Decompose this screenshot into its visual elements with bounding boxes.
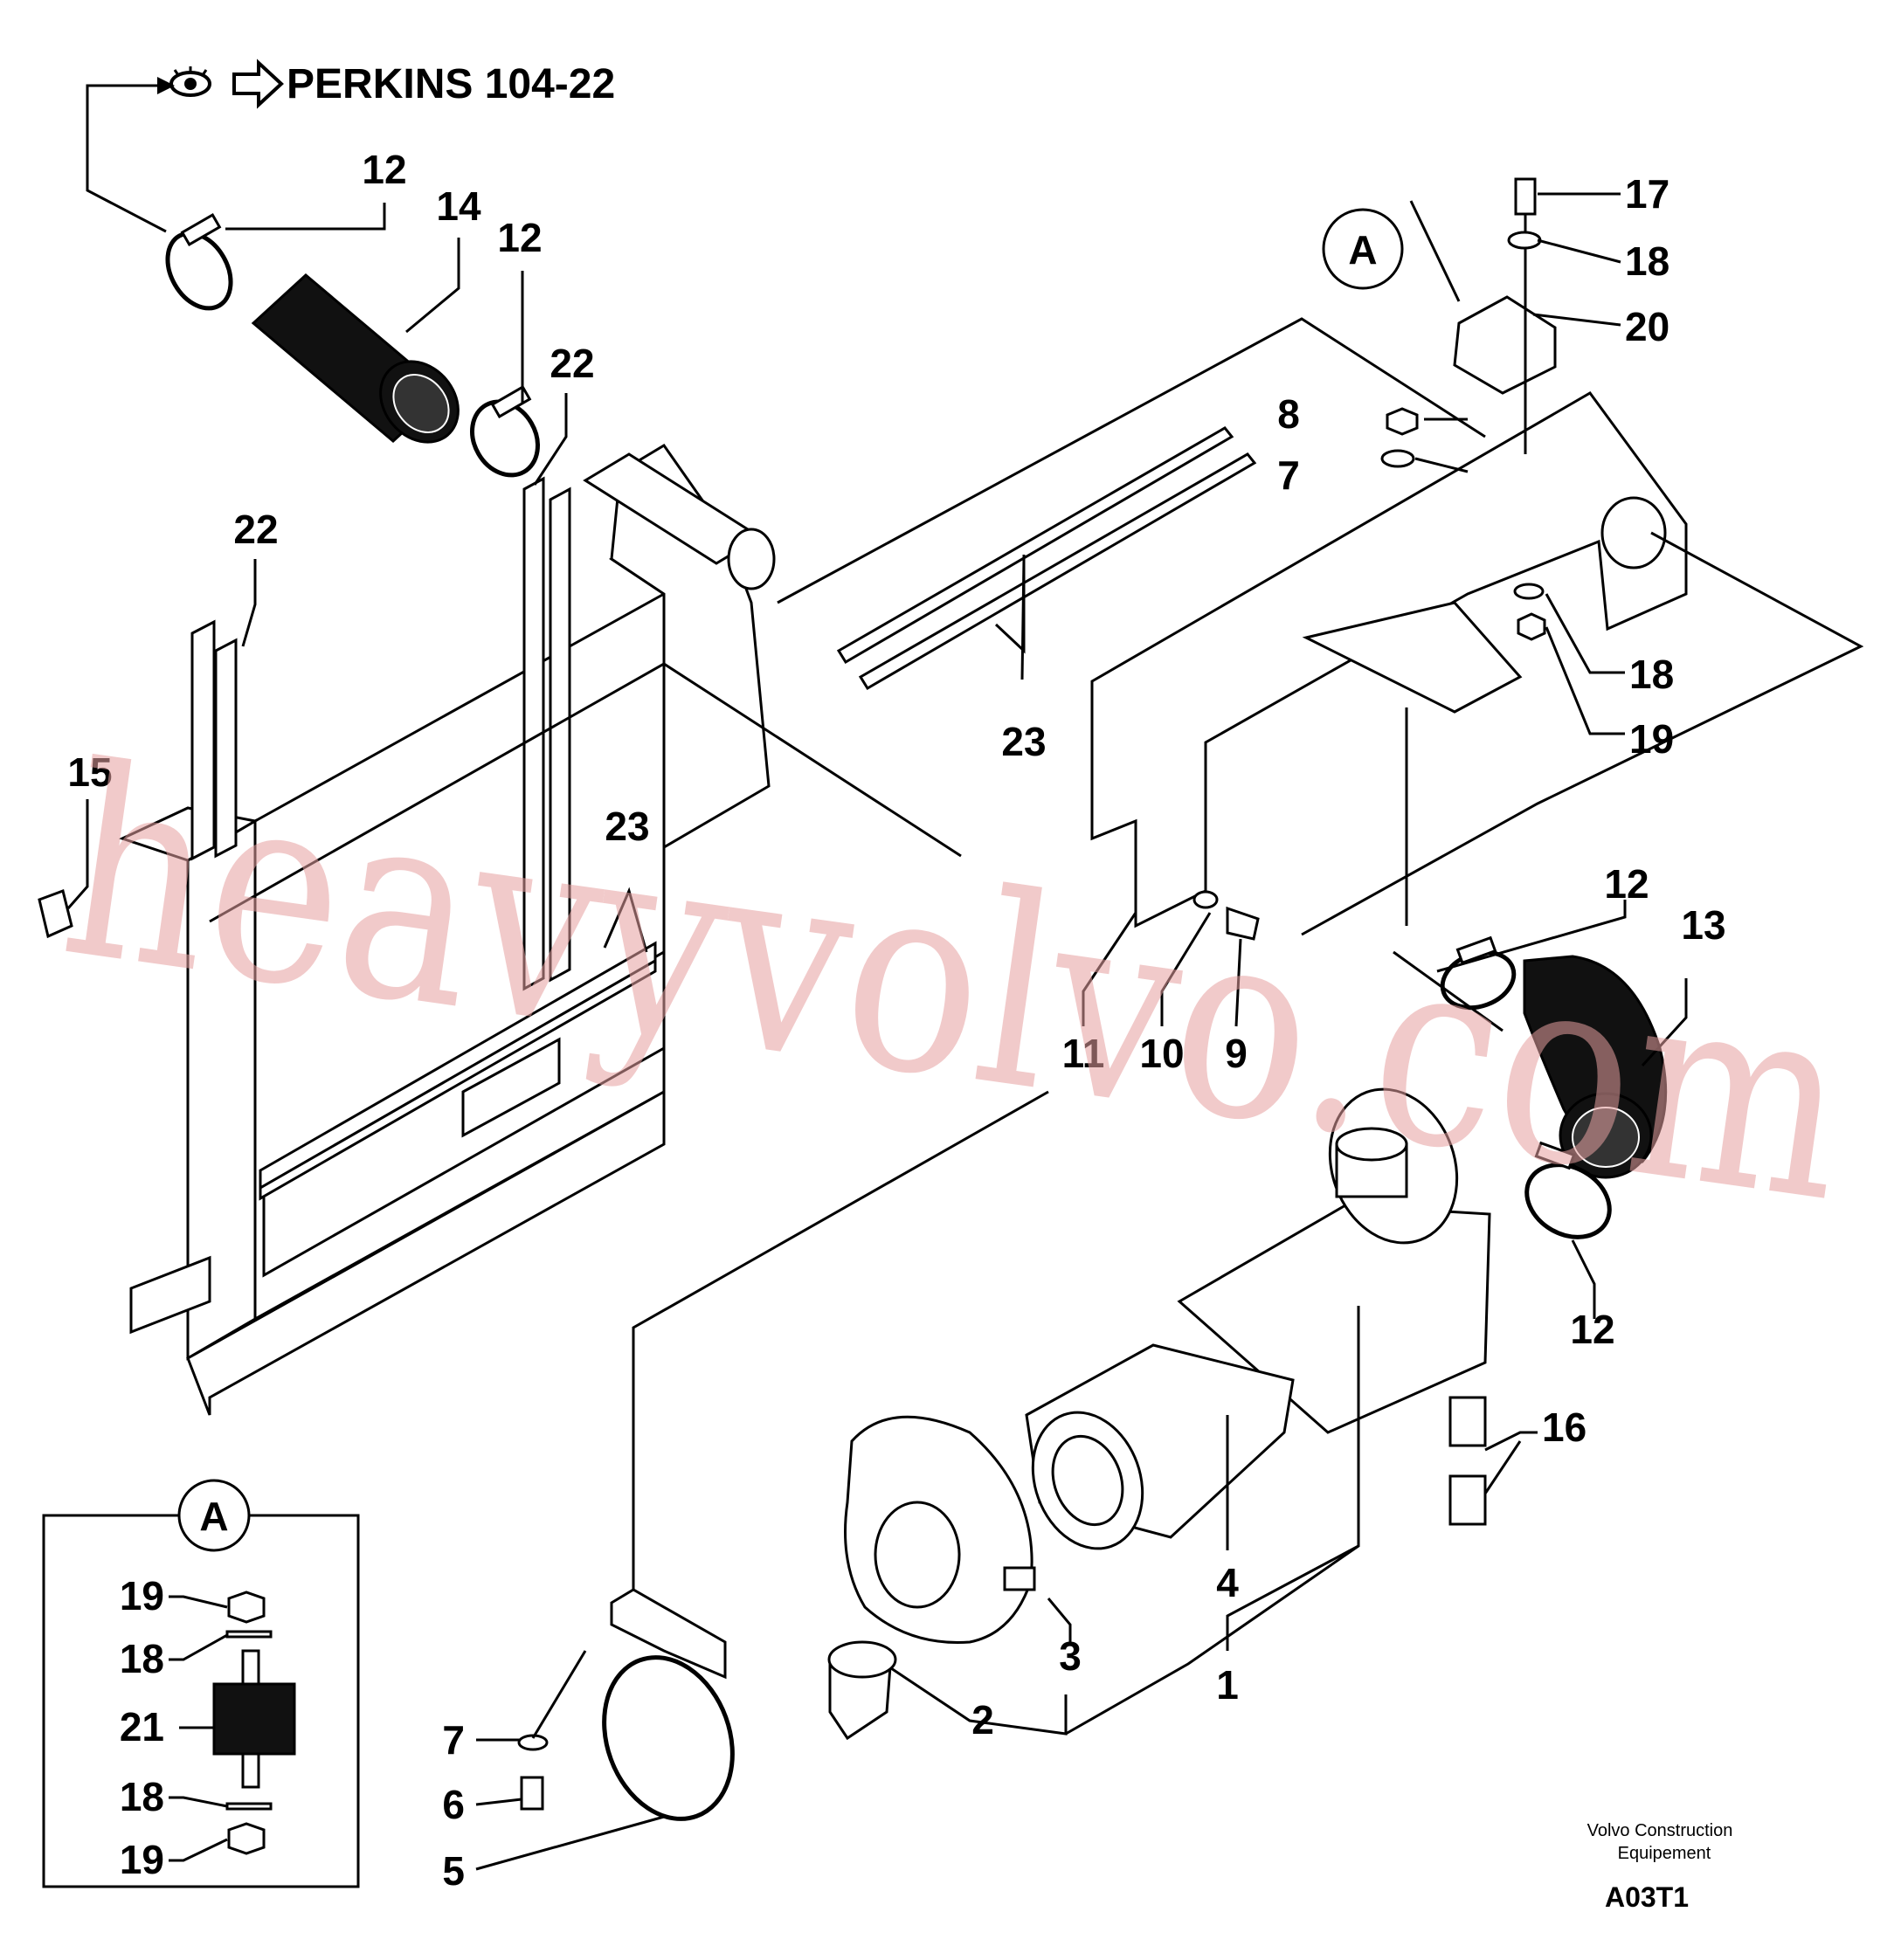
label-15: 15 [67, 749, 112, 795]
inset-label-19a: 19 [120, 1573, 164, 1618]
inset-stud-top [241, 1649, 260, 1686]
label-6: 6 [442, 1782, 465, 1827]
inset-label-19b: 19 [120, 1837, 164, 1882]
part-frame [118, 443, 776, 1416]
part-washer-18a [1507, 231, 1542, 250]
part-washer-7b [517, 1734, 549, 1751]
label-23a: 23 [1001, 719, 1046, 764]
label-5: 5 [442, 1848, 465, 1894]
part-sensor-16 [1448, 1396, 1487, 1526]
label-7b: 7 [442, 1717, 465, 1763]
callout-label-A: A [1348, 227, 1377, 273]
label-12b: 12 [497, 215, 542, 260]
label-14: 14 [436, 183, 481, 229]
part-hose-13 [1523, 955, 1668, 1179]
drawing-code: A03T1 [1605, 1881, 1689, 1913]
label-4: 4 [1216, 1560, 1239, 1605]
header-title: PERKINS 104-22 [287, 61, 615, 107]
header: PERKINS 104-22 [86, 59, 615, 233]
label-2: 2 [971, 1697, 994, 1743]
part-clamp-12b [470, 385, 540, 478]
label-20: 20 [1625, 304, 1669, 349]
part-bolt-6 [520, 1776, 544, 1811]
inset-callout-label: A [199, 1494, 228, 1539]
footer: Volvo Construction Equipement A03T1 [1587, 1821, 1733, 1913]
label-8: 8 [1277, 391, 1300, 437]
inset-callout-circle [177, 1479, 251, 1552]
inset-label-21: 21 [120, 1704, 164, 1750]
label-18b: 18 [1629, 652, 1674, 697]
label-16: 16 [1542, 1404, 1586, 1450]
part-nut-8 [1386, 407, 1419, 436]
leader-lines [66, 192, 1864, 1871]
label-1: 1 [1216, 1662, 1239, 1708]
part-bolt-9 [1226, 906, 1260, 941]
part-washer-10 [1192, 890, 1219, 909]
label-9: 9 [1225, 1031, 1248, 1076]
label-13: 13 [1681, 902, 1725, 948]
inset-mount-21 [212, 1682, 296, 1756]
inset-washer-18a [225, 1630, 273, 1639]
label-11: 11 [1062, 1031, 1105, 1076]
callout-circle-A [1322, 208, 1404, 290]
part-labels: 12 14 12 22 22 15 23 23 17 18 20 8 7 18 … [67, 147, 1725, 1894]
part-bolt-17 [1514, 177, 1537, 454]
part-valve-2 [827, 1640, 897, 1741]
label-23b: 23 [605, 804, 649, 849]
part-washer-18b [1513, 583, 1545, 600]
part-hose-14 [251, 273, 460, 444]
label-3: 3 [1059, 1633, 1082, 1679]
part-bracket-20 [1453, 295, 1557, 395]
label-12d: 12 [1570, 1307, 1614, 1352]
part-filter-housing-1 [1177, 1087, 1491, 1434]
eye-icon [169, 66, 211, 97]
credit-line-2: Equipement [1618, 1844, 1711, 1863]
label-22a: 22 [550, 341, 594, 386]
credit-line-1: Volvo Construction [1587, 1821, 1733, 1840]
inset-washer-18b [225, 1802, 273, 1811]
part-bracket-11 [1090, 391, 1688, 928]
part-filter-element-4 [1025, 1343, 1295, 1550]
part-cover-3 [844, 1415, 1036, 1644]
header-pointer-line [86, 84, 167, 233]
inset-box-A: A 19 18 21 18 19 [42, 1479, 360, 1888]
label-19a: 19 [1629, 716, 1674, 762]
inset-label-18b: 18 [120, 1774, 164, 1819]
part-clip-15 [38, 889, 73, 939]
label-18a: 18 [1625, 238, 1669, 284]
label-12a: 12 [362, 147, 406, 192]
label-7a: 7 [1277, 452, 1300, 498]
label-10: 10 [1139, 1031, 1184, 1076]
part-clamp-12d [1524, 1141, 1612, 1239]
part-clamp-12a [165, 213, 233, 311]
inset-label-18a: 18 [120, 1636, 164, 1681]
part-washer-7a [1380, 449, 1415, 468]
label-12c: 12 [1604, 861, 1649, 907]
part-clamp-12c [1440, 935, 1517, 1011]
label-17: 17 [1625, 171, 1669, 217]
arrow-head-icon [157, 77, 175, 94]
outline-arrow-icon [232, 59, 284, 109]
part-clamp-5 [602, 1588, 735, 1821]
inset-stud-bottom [241, 1752, 260, 1789]
part-rail-23 [836, 426, 1257, 691]
label-22b: 22 [233, 507, 278, 552]
inset-nut-19a [227, 1591, 266, 1624]
inset-nut-19b [227, 1822, 266, 1855]
part-nut-19a [1517, 612, 1546, 641]
